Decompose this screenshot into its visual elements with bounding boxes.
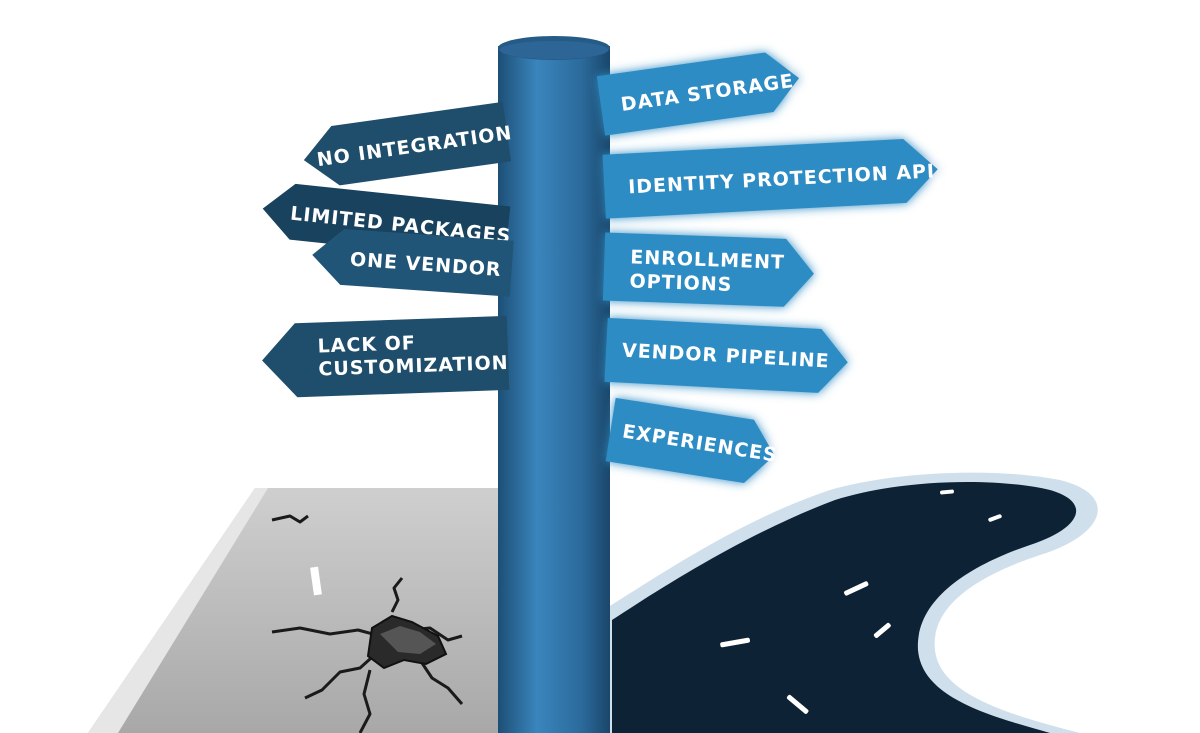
right-sign-data-storage: DATA STORAGE [596, 52, 800, 136]
right-sign-enrollment-options: ENROLLMENT OPTIONS [602, 232, 814, 307]
right-sign-vendor-pipeline: VENDOR PIPELINE [604, 317, 848, 393]
cracked-road [88, 488, 520, 733]
right-sign-identity-protection-api: IDENTITY PROTECTION API [602, 138, 938, 219]
road-dash [310, 566, 322, 596]
crack-icon [271, 514, 464, 733]
cracked-road-edge [88, 488, 268, 733]
cracked-road-surface [88, 488, 520, 733]
left-sign-label: LACK OF [317, 332, 416, 357]
left-signs: NO INTEGRATION LIMITED PACKAGES ONE VEND… [262, 101, 514, 398]
left-sign-lack-of-customization: LACK OF CUSTOMIZATION [262, 315, 510, 398]
left-sign-no-integration: NO INTEGRATION [303, 101, 514, 186]
right-signs: DATA STORAGE IDENTITY PROTECTION API ENR… [596, 52, 938, 483]
sign-post [498, 46, 610, 733]
right-sign-label-line2: OPTIONS [629, 270, 733, 296]
right-sign-experiences: EXPERIENCES [605, 397, 779, 483]
road-icon [600, 472, 1098, 733]
road-center-dashes [720, 489, 1002, 714]
right-sign-label: ENROLLMENT [630, 246, 785, 273]
left-sign-one-vendor: ONE VENDOR [312, 228, 514, 297]
signpost-icon [498, 36, 610, 733]
winding-road-surface [612, 481, 1077, 733]
